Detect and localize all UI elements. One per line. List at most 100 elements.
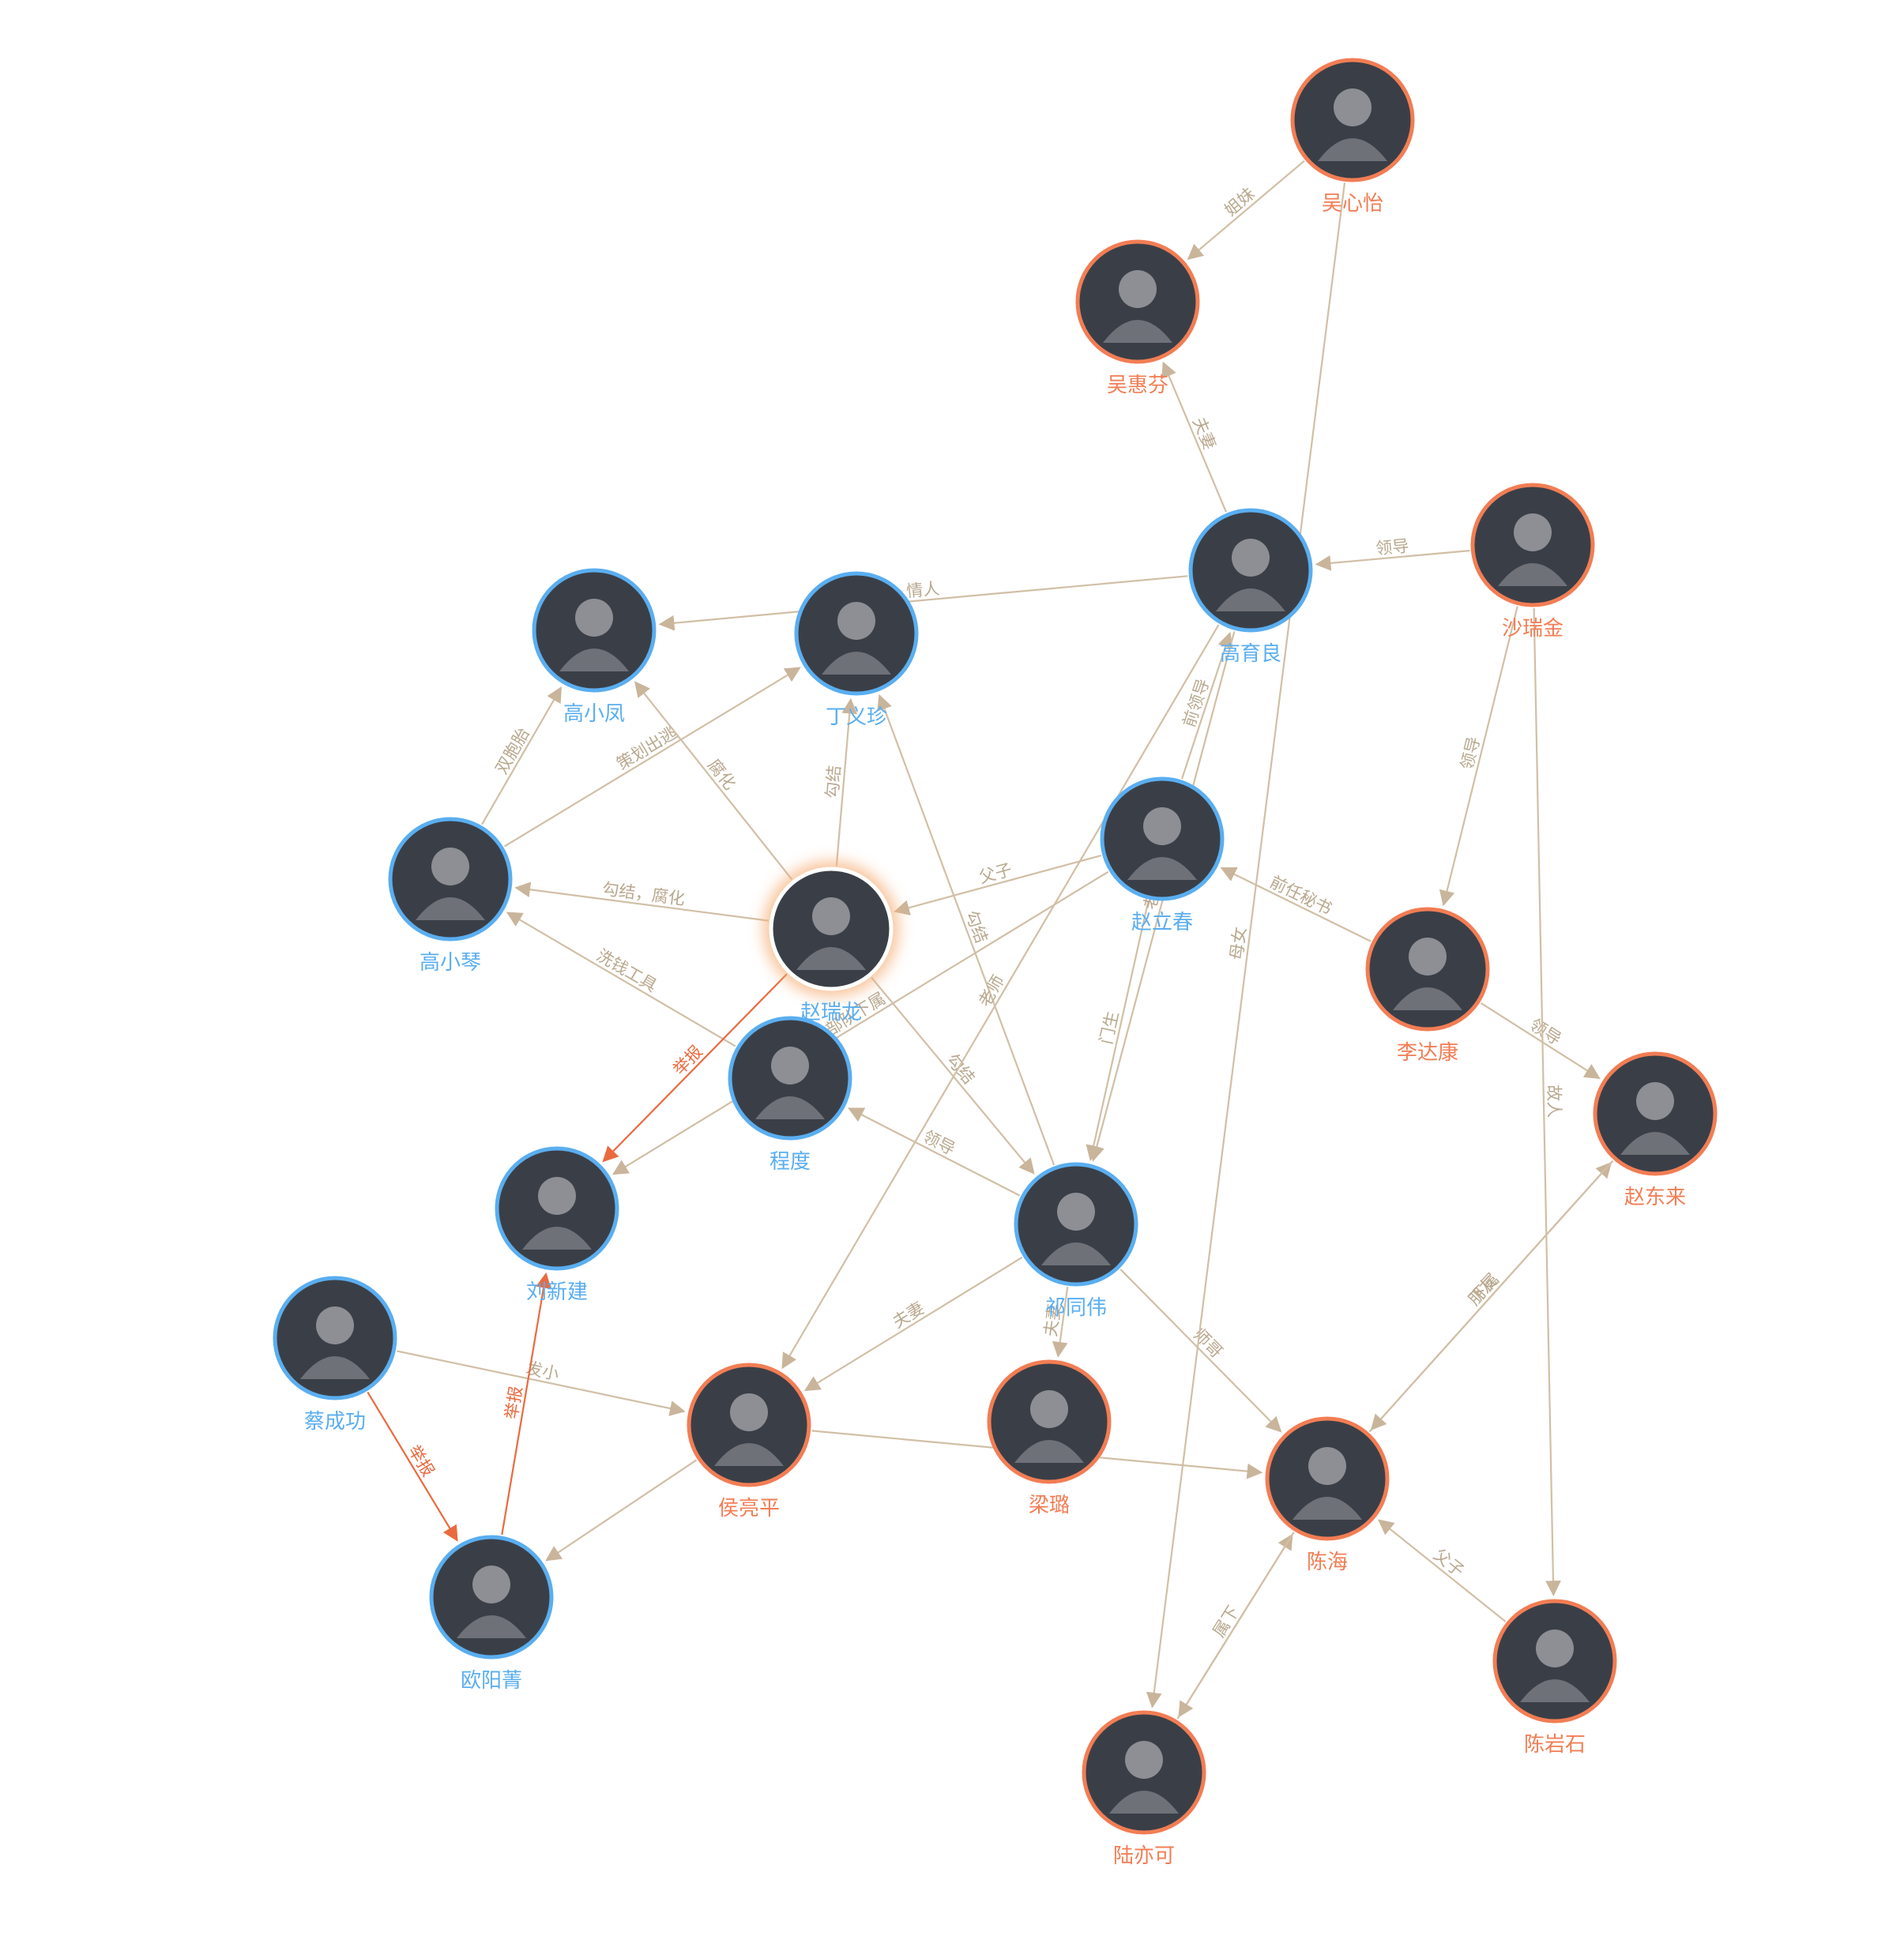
edge-label: 父子: [977, 860, 1014, 887]
edge-line: [894, 854, 1102, 915]
node-label: 吴惠芬: [1107, 374, 1168, 397]
edge-chenhai-luyike[interactable]: [1178, 1532, 1295, 1718]
edge-qitongwei-chengdu[interactable]: 领导: [848, 1107, 1021, 1197]
edge-qitongwei-dingyizhen[interactable]: 勾结: [877, 694, 1055, 1166]
person-icon: [1232, 539, 1270, 577]
edge-wuxinyi-wuhuifen[interactable]: 姐妹: [1187, 160, 1305, 261]
person-icon: [1125, 1741, 1163, 1779]
node-label: 赵东来: [1624, 1186, 1686, 1209]
edge-zhaoruilong-gaoxiaofeng[interactable]: 腐化: [634, 681, 793, 881]
person-icon: [1536, 1630, 1574, 1667]
node-wuhuifen[interactable]: 吴惠芬: [1075, 239, 1200, 397]
person-body-icon: [1318, 138, 1387, 161]
edge-line: [1533, 607, 1561, 1596]
node-sharuijin[interactable]: 沙瑞金: [1470, 483, 1595, 641]
node-dingyizhen[interactable]: 丁义珍: [794, 571, 919, 729]
person-body-icon: [822, 652, 891, 675]
person-body-icon: [1014, 1440, 1084, 1463]
edge-qitongwei-houliangping[interactable]: 夫妻: [803, 1256, 1023, 1392]
node-ouyangjing[interactable]: 欧阳菁: [429, 1535, 554, 1693]
edge-houliangping-ouyangjing[interactable]: [545, 1459, 698, 1562]
edge-line: [1119, 1269, 1282, 1433]
edge-zhaoruilong-dingyizhen[interactable]: 勾结: [822, 697, 858, 866]
person-icon: [1636, 1082, 1674, 1120]
person-icon: [538, 1177, 576, 1215]
edge-chenyanshi-chenhai[interactable]: 父子: [1377, 1519, 1507, 1622]
edge-zhaolichun-qitongwei[interactable]: 门生: [1086, 900, 1150, 1161]
person-icon: [730, 1393, 768, 1431]
edge-zhaoruilong-gaoxiaoqin[interactable]: 勾结，腐化: [514, 879, 769, 922]
node-liuxinjian[interactable]: 刘新建: [495, 1146, 619, 1304]
edge-caichenggong-houliangping[interactable]: 发小: [397, 1350, 686, 1416]
node-label: 高小凤: [563, 702, 625, 726]
edge-gaoyuliang-wuhuifen[interactable]: 夫妻: [1161, 361, 1227, 513]
node-chenhai[interactable]: 陈海: [1265, 1416, 1390, 1574]
edge-label: 双胞胎: [492, 724, 533, 777]
node-chengdu[interactable]: 程度: [728, 1016, 852, 1174]
person-body-icon: [1498, 563, 1567, 586]
node-luyike[interactable]: 陆亦可: [1082, 1710, 1206, 1868]
edge-gaoyuliang-houliangping[interactable]: 老师: [781, 624, 1220, 1370]
edge-line: [1052, 1287, 1069, 1358]
node-label: 沙瑞金: [1502, 617, 1563, 641]
edge-wuxinyi-luyike[interactable]: 母女: [1146, 182, 1346, 1709]
edge-line: [481, 686, 562, 825]
node-gaoxiaofeng[interactable]: 高小凤: [532, 568, 657, 726]
person-body-icon: [522, 1227, 592, 1250]
edge-line: [634, 681, 793, 881]
person-body-icon: [1103, 320, 1172, 343]
edge-line: [803, 1256, 1023, 1392]
edge-gaoxiaoqin-gaoxiaofeng[interactable]: 双胞胎: [481, 686, 562, 825]
edge-caichenggong-ouyangjing[interactable]: 举报: [367, 1391, 458, 1542]
edge-qitongwei-chenhai[interactable]: 师哥: [1119, 1269, 1282, 1433]
node-gaoyuliang[interactable]: 高育良: [1188, 508, 1313, 666]
person-body-icon: [457, 1615, 526, 1638]
edge-gaoxiaoqin-dingyizhen[interactable]: 策划出逃: [503, 667, 801, 848]
node-zhaoruilong[interactable]: 赵瑞龙: [763, 861, 899, 1024]
node-zhaodonglai[interactable]: 赵东来: [1593, 1051, 1718, 1209]
node-zhaolichun[interactable]: 赵立春: [1100, 776, 1225, 934]
person-icon: [431, 848, 469, 885]
edge-chengdu-gaoxiaoqin[interactable]: 洗钱工具: [506, 912, 736, 1047]
edge-line: [1377, 1519, 1507, 1622]
person-body-icon: [1041, 1242, 1111, 1265]
edge-line: [877, 694, 1055, 1166]
person-icon: [1143, 807, 1181, 845]
node-label: 祁同伟: [1045, 1296, 1107, 1320]
edge-line: [1315, 550, 1470, 571]
node-gaoxiaoqin[interactable]: 高小琴: [388, 817, 513, 975]
node-label: 李达康: [1397, 1041, 1458, 1065]
node-caichenggong[interactable]: 蔡成功: [273, 1276, 397, 1434]
edge-label: 勾结: [822, 765, 844, 799]
edge-lidakang-zhaodonglai[interactable]: 领导: [1480, 1002, 1601, 1080]
node-label: 欧阳菁: [461, 1669, 522, 1693]
node-chenyanshi[interactable]: 陈岩石: [1492, 1599, 1617, 1757]
node-label: 侯亮平: [718, 1497, 780, 1521]
edge-sharuijin-chenyanshi[interactable]: 故人: [1533, 607, 1564, 1596]
node-label: 赵立春: [1131, 911, 1193, 934]
node-label: 陈岩石: [1524, 1733, 1586, 1757]
node-label: 吴心怡: [1322, 192, 1383, 216]
edge-line: [658, 575, 1188, 631]
node-lianglu[interactable]: 梁璐: [987, 1359, 1112, 1517]
edge-line: [1086, 900, 1150, 1161]
edge-sharuijin-gaoyuliang[interactable]: 领导: [1315, 536, 1470, 571]
edge-line: [1439, 606, 1518, 907]
node-qitongwei[interactable]: 祁同伟: [1014, 1162, 1138, 1320]
person-icon: [1514, 513, 1552, 551]
edge-sharuijin-lidakang[interactable]: 领导: [1439, 606, 1518, 907]
edge-ouyangjing-liuxinjian[interactable]: 举报: [501, 1272, 551, 1536]
edge-zhaolichun-zhaoruilong[interactable]: 父子: [894, 854, 1102, 915]
edge-gaoyuliang-gaoxiaofeng[interactable]: 情人: [658, 575, 1188, 631]
person-icon: [575, 599, 613, 637]
node-lidakang[interactable]: 李达康: [1365, 907, 1490, 1065]
edge-qitongwei-lianglu[interactable]: 夫妻: [1041, 1287, 1069, 1358]
edge-line: [1146, 182, 1346, 1709]
node-houliangping[interactable]: 侯亮平: [687, 1363, 811, 1521]
node-wuxinyi[interactable]: 吴心怡: [1290, 58, 1415, 216]
edge-zhaodonglai-chenhai[interactable]: 下属: [1370, 1160, 1614, 1430]
edge-label: 领导: [1458, 735, 1484, 772]
person-body-icon: [1393, 987, 1462, 1010]
edge-line: [1187, 160, 1305, 261]
